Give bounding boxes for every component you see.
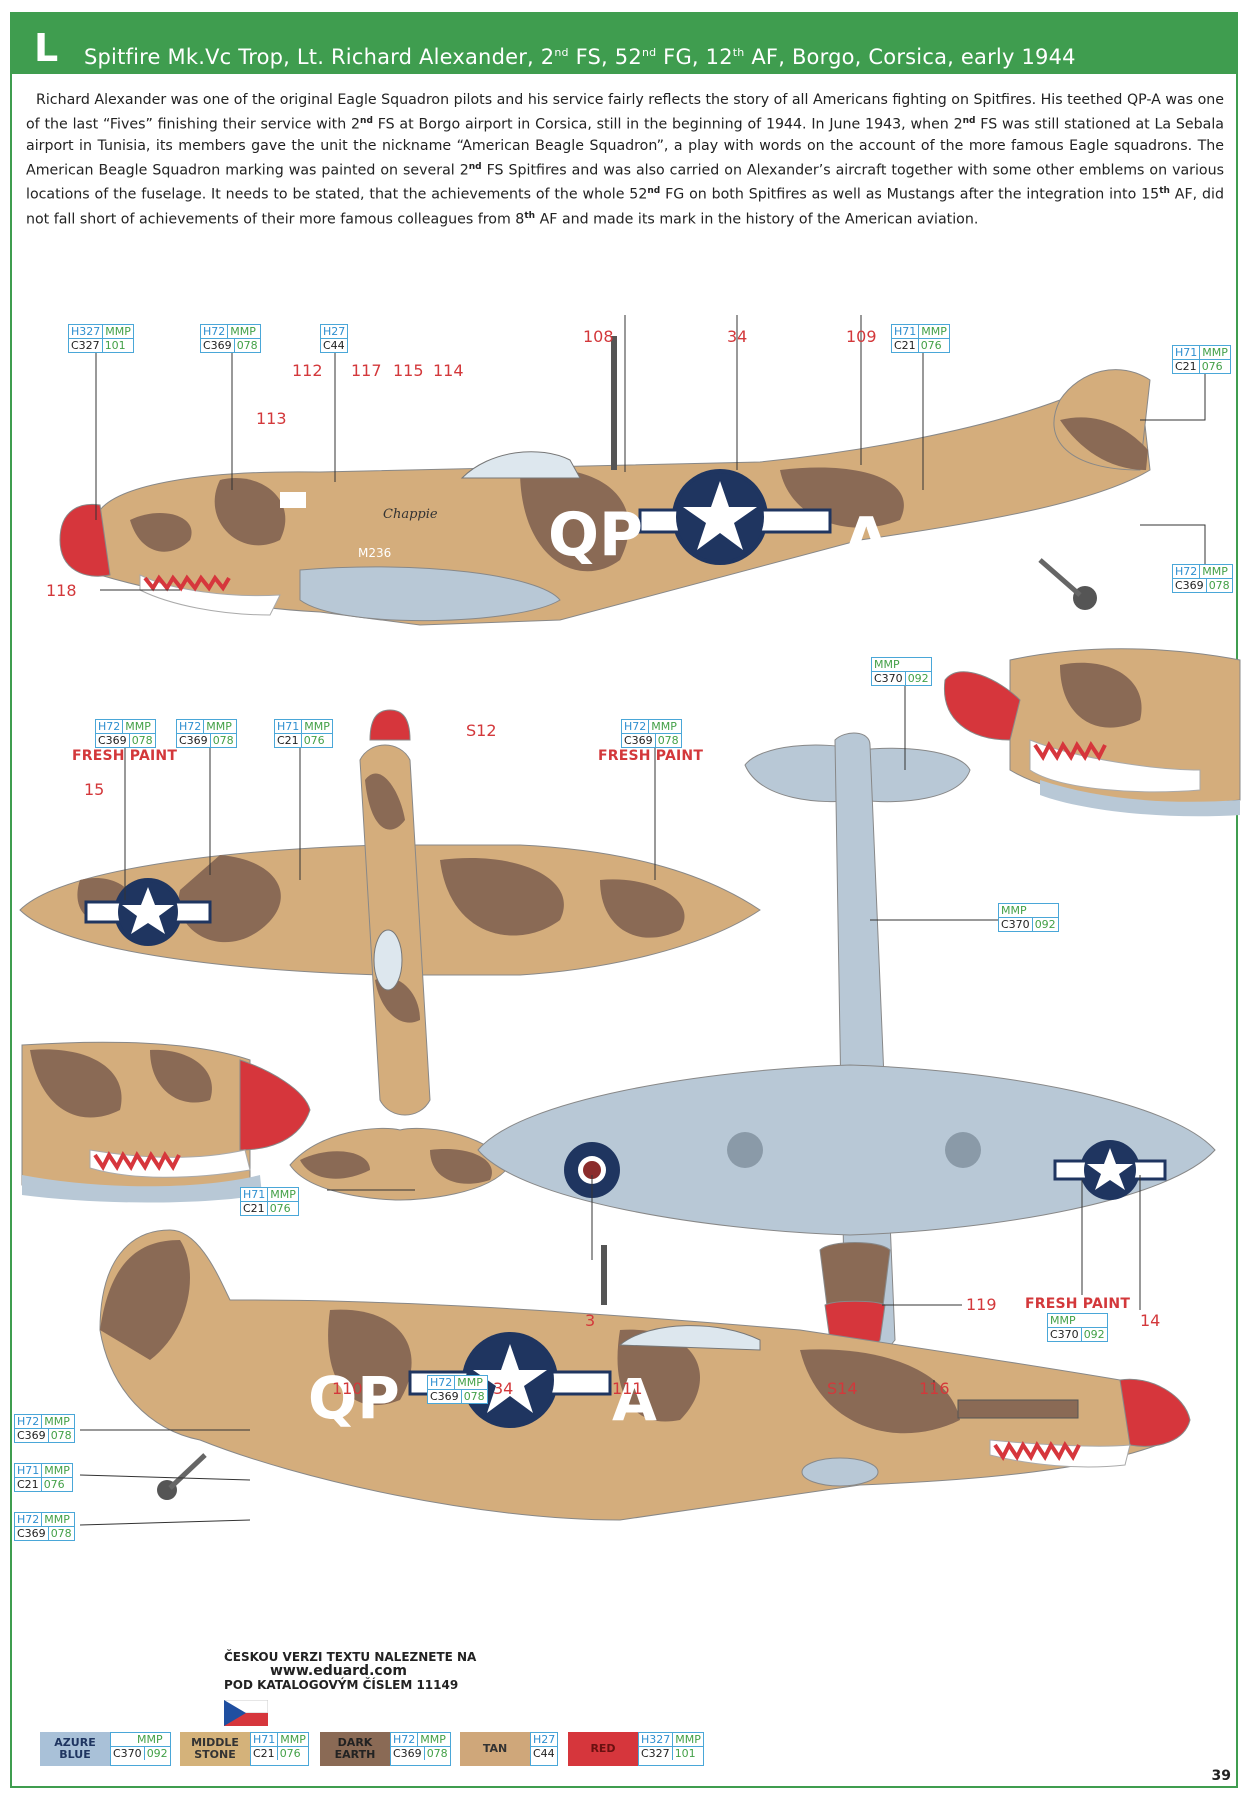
callout-109: 109 [846,327,877,346]
left-side-profile: QP A Chappie M236 [59,336,1151,626]
page-number: 39 [1211,1768,1231,1784]
bottom-view [477,732,1216,1356]
fresh-paint-label-1: FRESH PAINT [72,748,178,764]
color-legend-tan: TAN H27 C44 [460,1732,559,1766]
callout-14: 14 [1140,1311,1161,1330]
nose-detail-right [943,648,1241,817]
callout-15: 15 [84,780,105,799]
czech-version-note: ČESKOU VERZI TEXTU NALEZNETE NA www.edua… [223,1650,477,1729]
nose-detail-left [21,1041,311,1203]
profile-letter: L [34,26,59,70]
fuselage-code-a: A [843,505,890,575]
czech-line-1: ČESKOU VERZI TEXTU NALEZNETE NA [224,1650,477,1664]
callout-34: 34 [727,327,748,346]
callout-112: 112 [292,361,323,380]
serial-number: M236 [358,546,391,560]
callout-118: 118 [46,581,77,600]
eduard-website: www.eduard.com [270,1663,407,1679]
header-bar: L Spitfire Mk.Vc Trop, Lt. Richard Alexa… [10,12,1238,74]
callout-115: 115 [393,361,424,380]
fresh-paint-label-2: FRESH PAINT [598,748,704,764]
intro-text: Richard Alexander was one of the origina… [26,92,1225,228]
czech-flag-icon [223,1699,269,1726]
callout-113: 113 [256,409,287,428]
callout-s12: S12 [466,721,497,740]
fuselage-code-a-right: A [612,1366,657,1434]
fuselage-codes-qp-right: QP [308,1364,400,1432]
callout-110: 110 [332,1379,363,1398]
callout-3: 3 [585,1311,596,1330]
code-box-h27: H27 C44 [320,324,349,353]
callout-114: 114 [433,361,464,380]
callout-119: 119 [966,1295,997,1314]
callout-s14: S14 [827,1379,858,1398]
right-side-profile: QP A [99,1229,1191,1521]
leader-lines [79,315,1206,1526]
callout-117: 117 [351,361,382,380]
czech-line-3: POD KATALOGOVÝM ČÍSLEM 11149 [224,1678,459,1692]
callout-34-lower: 34 [493,1379,514,1398]
fresh-paint-label-3: FRESH PAINT [1025,1296,1131,1312]
page-title: Spitfire Mk.Vc Trop, Lt. Richard Alexand… [84,45,1076,69]
top-view [19,709,761,1201]
callout-108: 108 [583,327,614,346]
fuselage-codes-qp: QP [548,500,643,570]
callout-116: 116 [919,1379,950,1398]
callout-111: 111 [612,1379,643,1398]
nose-art-text: Chappie [383,507,438,522]
